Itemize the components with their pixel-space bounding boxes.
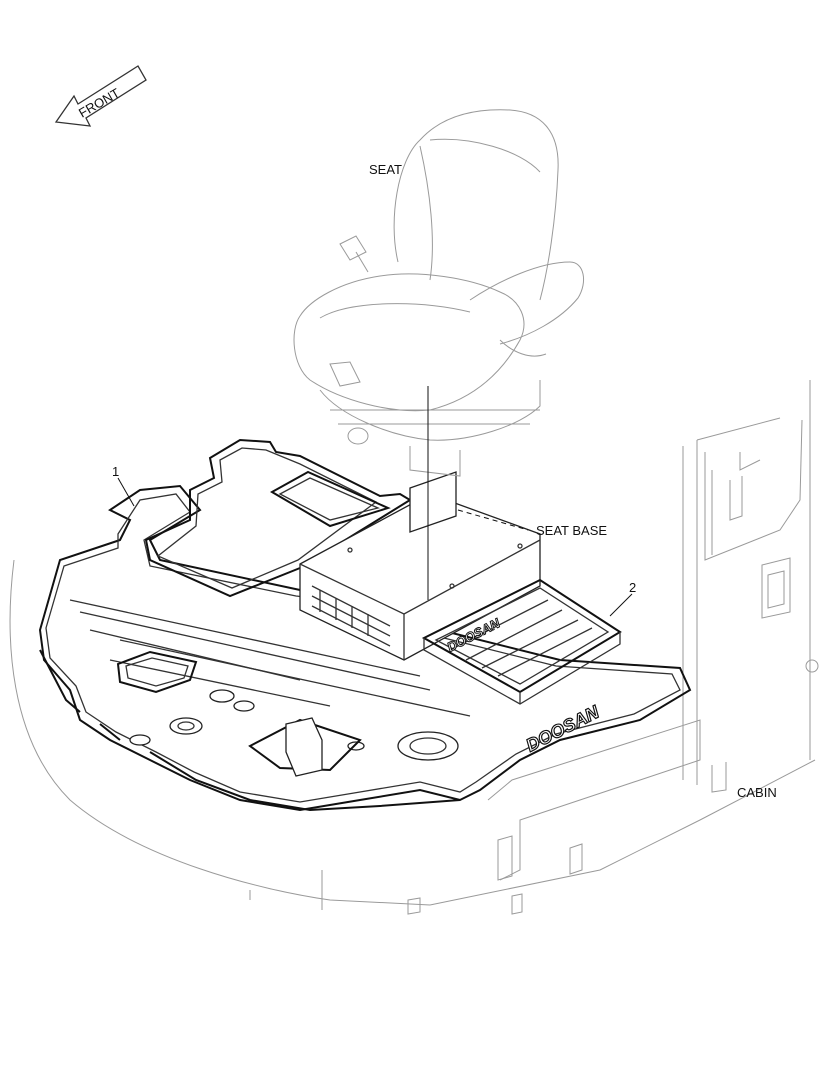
leader-lines [117, 386, 633, 617]
cabin-label: CABIN [737, 785, 777, 800]
front-arrow: FRONT [54, 65, 147, 127]
seat-base-label: SEAT BASE [536, 523, 607, 538]
seat [293, 109, 585, 477]
seat-base [299, 471, 541, 661]
callout-2: 2 [629, 580, 636, 595]
floor-mat [38, 484, 692, 812]
doosan-logo-mat: DOOSAN [522, 701, 604, 756]
seat-label: SEAT [369, 162, 402, 177]
logo-mat-text: DOOSAN [523, 701, 603, 755]
floor-tray [421, 578, 622, 705]
cabin-outline [9, 380, 819, 915]
callout-1: 1 [112, 464, 119, 479]
